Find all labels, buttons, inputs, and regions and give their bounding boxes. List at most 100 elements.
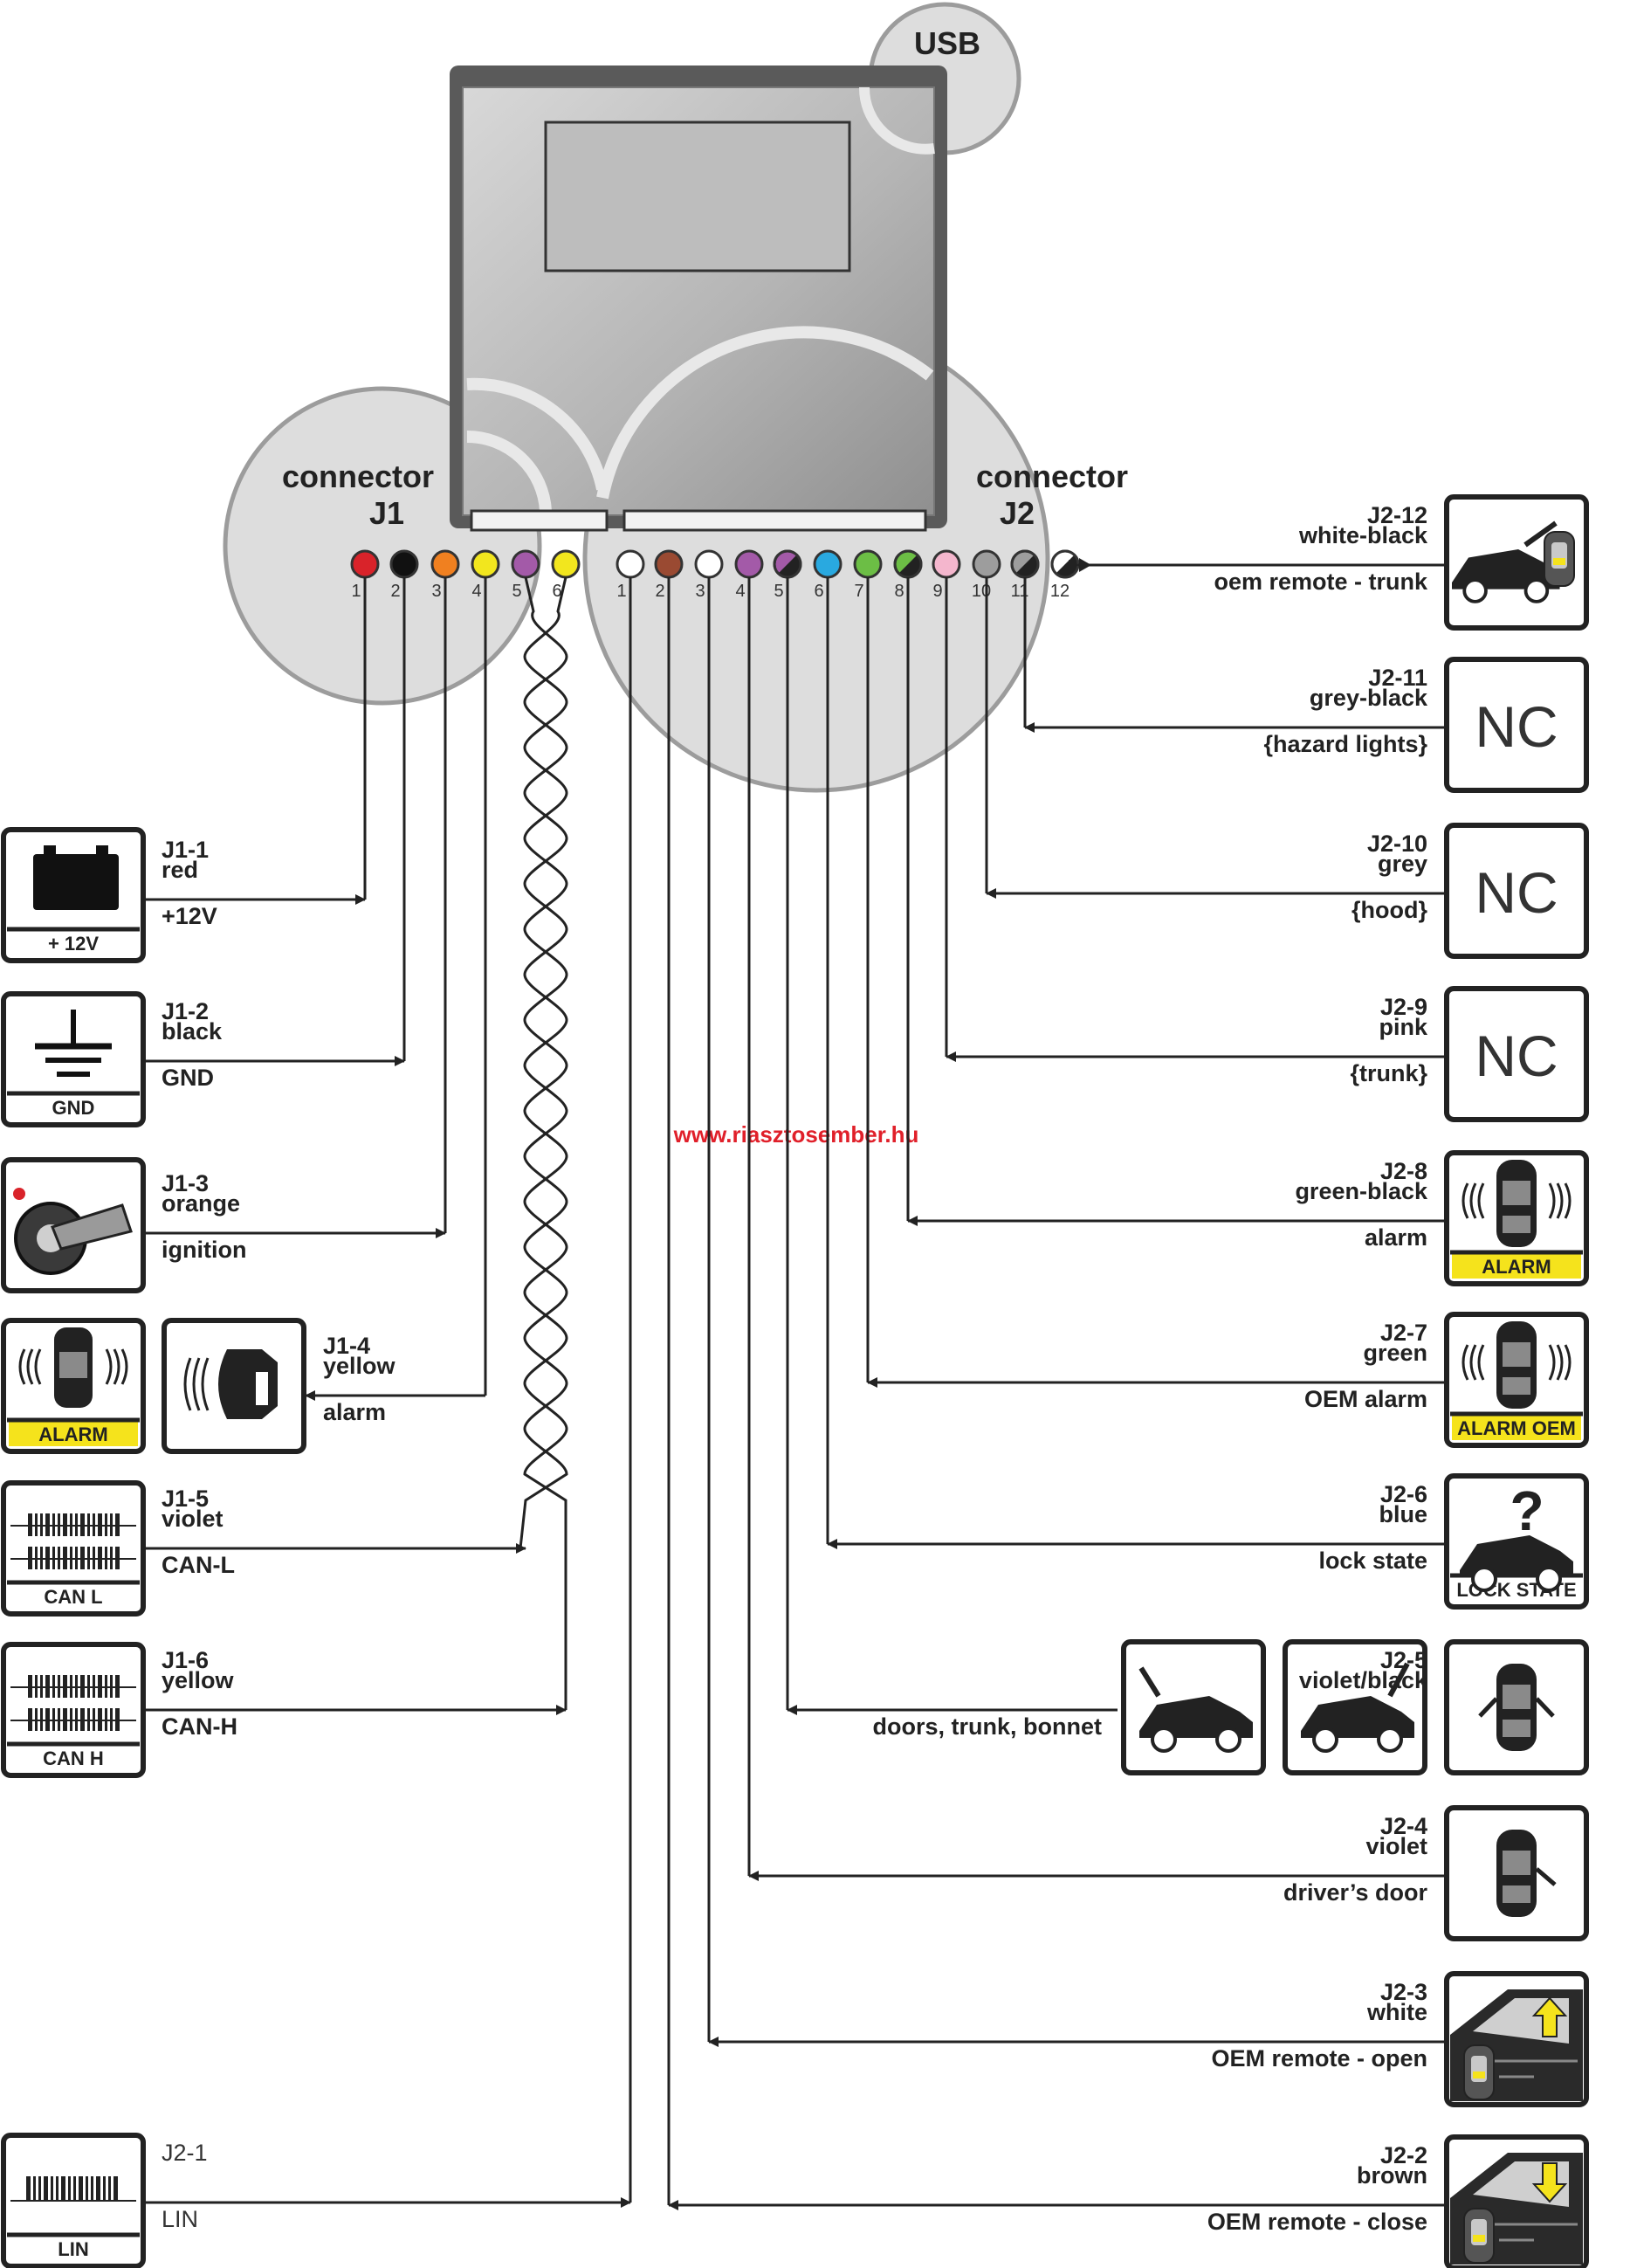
nc-label: NC bbox=[1475, 1024, 1558, 1088]
icon-caption: CAN H bbox=[43, 1748, 104, 1769]
wire-color: blue bbox=[1379, 1501, 1427, 1527]
pin-j1-2 bbox=[389, 549, 419, 579]
wire-function: CAN-H bbox=[162, 1713, 237, 1740]
wire-id-j2-2: J2-2 bbox=[1380, 2142, 1427, 2168]
pin-j2-8 bbox=[893, 549, 923, 579]
twisted-pair-can-h bbox=[523, 576, 568, 1710]
car-alarm-icon: ALARM bbox=[1, 1318, 146, 1454]
wire-function: +12V bbox=[162, 903, 217, 929]
pin-number: 1 bbox=[616, 582, 626, 601]
wire-color: pink bbox=[1379, 1014, 1427, 1040]
wire-color: violet bbox=[1365, 1833, 1427, 1859]
wire-color: red bbox=[162, 857, 198, 883]
wire-id-j1-4: J1-4 bbox=[323, 1333, 370, 1359]
wire-color: green-black bbox=[1295, 1178, 1428, 1204]
wire-color: yellow bbox=[323, 1353, 396, 1379]
pin-number: 4 bbox=[471, 582, 481, 601]
wire-function: LIN bbox=[162, 2206, 198, 2232]
wire-id-j2-12: J2-12 bbox=[1367, 502, 1427, 528]
device-j2-11: NC bbox=[1444, 657, 1589, 793]
car-trunk-remote-icon bbox=[1444, 494, 1589, 631]
wire-id-j2-3: J2-3 bbox=[1380, 1979, 1427, 2005]
pin-j2-9 bbox=[932, 549, 961, 579]
lock-state-icon: LOCK STATE? bbox=[1444, 1473, 1589, 1610]
pin-j2-3 bbox=[694, 549, 724, 579]
pin-j2-11 bbox=[1010, 549, 1040, 579]
pin-j2-7 bbox=[853, 549, 883, 579]
pin-number: 3 bbox=[431, 582, 441, 601]
pin-j2-2 bbox=[654, 549, 684, 579]
wire-id-j2-10: J2-10 bbox=[1367, 831, 1427, 857]
pin-number: 2 bbox=[390, 582, 400, 601]
connector-j2-number: J2 bbox=[1000, 495, 1035, 531]
device-j2-4 bbox=[1444, 1805, 1589, 1941]
wire-id-j2-6: J2-6 bbox=[1380, 1481, 1427, 1507]
nc-icon: NC bbox=[1444, 823, 1589, 959]
device-j2-3 bbox=[1444, 1971, 1589, 2107]
wire-function: OEM remote - close bbox=[1207, 2209, 1427, 2235]
pin-j2-12 bbox=[1050, 549, 1080, 579]
pin-j1-4 bbox=[471, 549, 500, 579]
wire-color: grey-black bbox=[1310, 685, 1428, 711]
pin-j2-6 bbox=[813, 549, 843, 579]
wire-color: black bbox=[162, 1018, 223, 1044]
battery-icon: + 12V bbox=[1, 827, 146, 963]
wire-id-j2-7: J2-7 bbox=[1380, 1320, 1427, 1346]
wire-id-j2-1: J2-1 bbox=[162, 2140, 208, 2166]
wire-color: white bbox=[1366, 1999, 1427, 2025]
pin-number: 9 bbox=[932, 582, 942, 601]
wire-function: {hood} bbox=[1351, 897, 1427, 923]
wire-function: driver’s door bbox=[1283, 1879, 1428, 1906]
pin-number: 6 bbox=[814, 582, 823, 601]
pin-number: 3 bbox=[695, 582, 705, 601]
pin-number: 8 bbox=[894, 582, 904, 601]
pin-number: 7 bbox=[854, 582, 863, 601]
pin-j2-5 bbox=[773, 549, 802, 579]
pin-number: 2 bbox=[655, 582, 664, 601]
wire-function: OEM remote - open bbox=[1211, 2045, 1427, 2072]
pin-j1-3 bbox=[430, 549, 460, 579]
wire-color: green bbox=[1363, 1340, 1427, 1366]
pin-j2-1 bbox=[616, 549, 645, 579]
car-doors-icon bbox=[1121, 1639, 1589, 1775]
wire-color: yellow bbox=[162, 1667, 235, 1693]
device-j2-10: NC bbox=[1444, 823, 1589, 959]
icon-caption: ALARM bbox=[1482, 1256, 1551, 1278]
wire-function: oem remote - trunk bbox=[1214, 569, 1428, 595]
icon-caption: LIN bbox=[58, 2238, 88, 2260]
wire-id-j1-1: J1-1 bbox=[162, 837, 209, 863]
wire-function: {trunk} bbox=[1350, 1060, 1427, 1086]
driver-door-icon bbox=[1444, 1805, 1589, 1941]
wire-id-j1-3: J1-3 bbox=[162, 1170, 209, 1196]
wire-id-j2-5: J2-5 bbox=[1380, 1647, 1427, 1673]
connector-j2-socket bbox=[622, 509, 927, 532]
wire-function: {hazard lights} bbox=[1263, 731, 1427, 757]
car-doors-open-icon bbox=[1444, 1639, 1589, 1775]
ignition-key-icon bbox=[1, 1157, 146, 1293]
pin-number: 5 bbox=[512, 582, 521, 601]
pin-number: 5 bbox=[774, 582, 783, 601]
module-label-window bbox=[544, 121, 851, 272]
wire-function: OEM alarm bbox=[1304, 1386, 1427, 1412]
nc-icon: NC bbox=[1444, 986, 1589, 1122]
pin-number: 1 bbox=[351, 582, 361, 601]
nc-label: NC bbox=[1475, 860, 1558, 925]
window-up-icon bbox=[1444, 1971, 1589, 2107]
car-trunk-open-icon bbox=[1283, 1639, 1427, 1775]
wire-color: brown bbox=[1357, 2162, 1427, 2189]
icon-caption: + 12V bbox=[48, 933, 99, 955]
car-alarm-icon: ALARM bbox=[1444, 1150, 1589, 1286]
alarm-module bbox=[450, 65, 947, 532]
connector-j1-socket bbox=[470, 509, 609, 532]
wire-function: ignition bbox=[162, 1237, 246, 1263]
wire-function: alarm bbox=[323, 1399, 386, 1425]
device-j2-9: NC bbox=[1444, 986, 1589, 1122]
lin-bus-icon: LIN bbox=[1, 2133, 146, 2268]
device-j2-2 bbox=[1444, 2134, 1589, 2268]
usb-label: USB bbox=[914, 25, 980, 61]
icon-caption: ALARM bbox=[38, 1424, 107, 1445]
window-down-icon bbox=[1444, 2134, 1589, 2268]
ground-icon: GND bbox=[1, 991, 146, 1127]
wire-color: orange bbox=[162, 1190, 240, 1217]
